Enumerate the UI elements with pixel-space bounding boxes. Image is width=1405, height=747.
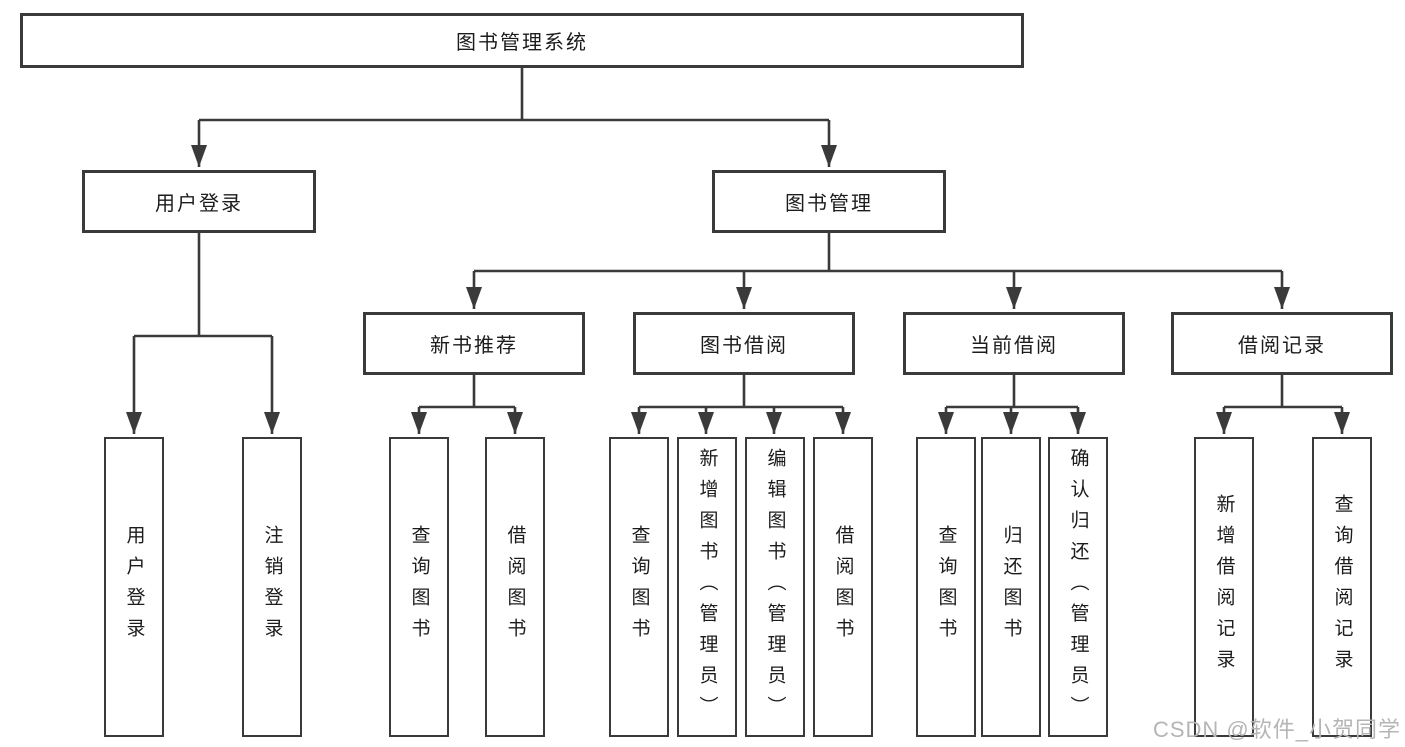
leaf-user-login: 用户登录 (104, 437, 164, 737)
leaf-current-query-books: 查询图书 (916, 437, 976, 737)
node-new-book-recommend: 新书推荐 (363, 312, 585, 375)
node-current-borrow: 当前借阅 (903, 312, 1125, 375)
leaf-confirm-return-admin: 确认归还（管理员） (1048, 437, 1108, 737)
leaf-add-books-admin: 新增图书（管理员） (677, 437, 737, 737)
leaf-add-books-admin-label: 新增图书（管理员） (696, 447, 718, 727)
leaf-logout-login-label: 注销登录 (261, 525, 283, 649)
node-current-borrow-label: 当前借阅 (970, 335, 1058, 357)
node-borrow-records-label: 借阅记录 (1238, 335, 1326, 357)
leaf-add-borrow-record: 新增借阅记录 (1194, 437, 1254, 737)
leaf-borrow-query-books-label: 查询图书 (628, 525, 650, 649)
node-user-login-branch: 用户登录 (82, 170, 316, 233)
leaf-logout-login: 注销登录 (242, 437, 302, 737)
leaf-borrow-books: 借阅图书 (813, 437, 873, 737)
csdn-watermark: CSDN @软件_小贺同学 (1152, 717, 1401, 742)
leaf-return-books: 归还图书 (981, 437, 1041, 737)
node-book-borrow-label: 图书借阅 (700, 335, 788, 357)
leaf-return-books-label: 归还图书 (1000, 525, 1022, 649)
node-new-book-recommend-label: 新书推荐 (430, 335, 518, 357)
leaf-recommend-query-books-label: 查询图书 (408, 525, 430, 649)
node-system-root-label: 图书管理系统 (456, 32, 588, 54)
leaf-confirm-return-admin-label: 确认归还（管理员） (1067, 447, 1089, 727)
leaf-borrow-books-label: 借阅图书 (832, 525, 854, 649)
node-book-management-branch: 图书管理 (712, 170, 946, 233)
leaf-recommend-query-books: 查询图书 (389, 437, 449, 737)
leaf-query-borrow-record: 查询借阅记录 (1312, 437, 1372, 737)
leaf-user-login-label: 用户登录 (123, 525, 145, 649)
leaf-recommend-borrow-books: 借阅图书 (485, 437, 545, 737)
node-system-root: 图书管理系统 (20, 13, 1024, 68)
node-user-login-branch-label: 用户登录 (155, 193, 243, 215)
leaf-query-borrow-record-label: 查询借阅记录 (1331, 494, 1353, 680)
node-book-management-branch-label: 图书管理 (785, 193, 873, 215)
leaf-current-query-books-label: 查询图书 (935, 525, 957, 649)
node-borrow-records: 借阅记录 (1171, 312, 1393, 375)
leaf-edit-books-admin-label: 编辑图书（管理员） (764, 447, 786, 727)
leaf-add-borrow-record-label: 新增借阅记录 (1213, 494, 1235, 680)
node-book-borrow: 图书借阅 (633, 312, 855, 375)
leaf-borrow-query-books: 查询图书 (609, 437, 669, 737)
leaf-edit-books-admin: 编辑图书（管理员） (745, 437, 805, 737)
leaf-recommend-borrow-books-label: 借阅图书 (504, 525, 526, 649)
